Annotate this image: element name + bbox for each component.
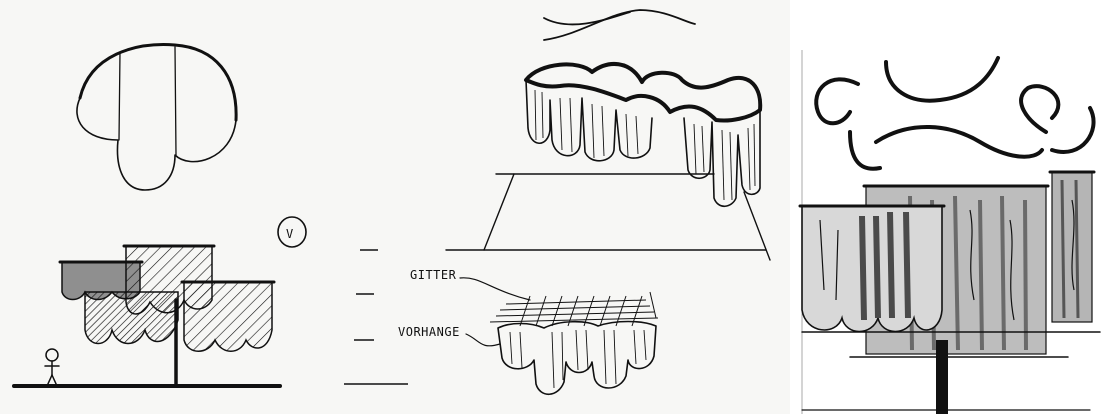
middle-sketch-drawing: GITTER VORHANGE [330, 0, 790, 414]
ground-plane-sketch [446, 174, 770, 260]
right-sketch-drawing [790, 0, 1110, 414]
canopy-tree-sketch [60, 246, 274, 384]
top-wave-lines [544, 10, 695, 40]
svg-text:GITTER: GITTER [410, 268, 457, 282]
gitter-label: GITTER [410, 268, 530, 300]
curtain-vorhange-sketch [498, 322, 656, 395]
stick-figure-sketch [45, 349, 59, 386]
margin-dashes [344, 250, 408, 384]
left-sketch-drawing: V [0, 0, 330, 414]
canopy-outline-sketch [77, 45, 236, 190]
trunk-sketch [936, 340, 948, 414]
vorhange-label: VORHANGE [398, 325, 500, 346]
ribbon-curtain-sketch [526, 64, 760, 206]
svg-text:V: V [286, 227, 294, 241]
middle-sketch-panel: GITTER VORHANGE [330, 0, 790, 414]
svg-text:VORHANGE: VORHANGE [398, 325, 460, 339]
circle-mark: V [278, 217, 306, 247]
shaded-curtain-panels [800, 172, 1100, 357]
right-sketch-panel [790, 0, 1110, 414]
left-sketch-panel: V [0, 0, 330, 414]
cloud-swirls-sketch [816, 58, 1093, 169]
